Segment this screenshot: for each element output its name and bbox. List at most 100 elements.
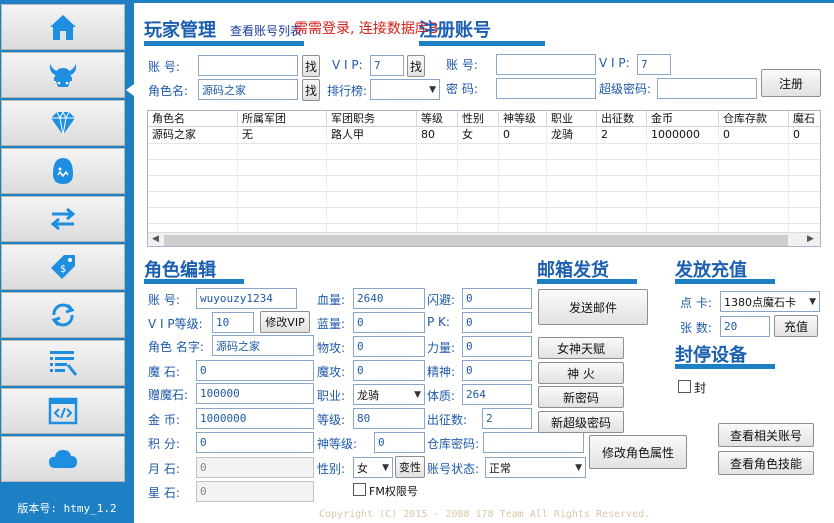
scrollbar-thumb[interactable]: [164, 235, 788, 246]
expedition-label: 出征数:: [427, 413, 468, 427]
fm-permission-checkbox[interactable]: [353, 483, 366, 496]
refresh-icon: [51, 303, 75, 327]
column-header[interactable]: 职业: [547, 111, 597, 127]
change-gender-button[interactable]: 变性: [395, 456, 425, 478]
register-account-input[interactable]: [496, 54, 596, 75]
column-header[interactable]: 军团职务: [327, 111, 417, 127]
physique-input[interactable]: [462, 384, 532, 405]
column-header[interactable]: 神等级: [499, 111, 547, 127]
point-card-select[interactable]: 1380点魔石卡▼: [720, 291, 820, 312]
new-password-button[interactable]: 新密码: [538, 386, 624, 408]
find-account-button[interactable]: 找: [302, 55, 320, 77]
magic-atk-input[interactable]: [353, 360, 425, 381]
version-label: 版本号: htmy_1.2: [0, 492, 134, 523]
nav-cloud[interactable]: [1, 436, 125, 482]
class-select[interactable]: 龙骑▼: [353, 384, 425, 405]
expedition-input[interactable]: [482, 408, 532, 429]
mp-input[interactable]: [353, 312, 425, 333]
account-search-input[interactable]: [198, 55, 298, 76]
nav-code[interactable]: [1, 388, 125, 434]
view-accounts-link[interactable]: 查看账号列表: [230, 24, 303, 38]
strength-input[interactable]: [462, 336, 532, 357]
nav-tag[interactable]: $: [1, 244, 125, 290]
register-button[interactable]: 注册: [761, 69, 821, 97]
points-input[interactable]: [196, 432, 314, 453]
column-header[interactable]: 所属军团: [238, 111, 327, 127]
nav-swap[interactable]: [1, 196, 125, 242]
account-status-label: 账号状态:: [427, 462, 480, 476]
rank-select[interactable]: ▼: [370, 79, 440, 100]
egg-icon: [53, 158, 73, 184]
new-super-password-button[interactable]: 新超级密码: [538, 411, 624, 433]
column-separator: [237, 127, 238, 232]
register-super-password-input[interactable]: [657, 78, 757, 99]
role-edit-underline: [144, 279, 244, 284]
scroll-left-icon[interactable]: ◀: [152, 234, 159, 244]
column-separator: [718, 127, 719, 232]
column-header[interactable]: 角色名: [148, 111, 238, 127]
star-stone-input[interactable]: [196, 481, 314, 502]
find-role-button[interactable]: 找: [302, 79, 320, 101]
gender-select[interactable]: 女▼: [353, 457, 393, 478]
nav-refresh[interactable]: [1, 292, 125, 338]
nav-list-settings[interactable]: [1, 340, 125, 386]
column-header[interactable]: 金币: [647, 111, 719, 127]
god-level-input[interactable]: [374, 432, 425, 453]
modify-vip-button[interactable]: 修改VIP: [260, 311, 310, 333]
edit-role-name-input[interactable]: [212, 335, 314, 356]
warehouse-pwd-input[interactable]: [483, 432, 584, 453]
recharge-underline: [675, 279, 775, 284]
vip-search-input[interactable]: [370, 55, 404, 76]
vip-level-input[interactable]: [212, 312, 254, 333]
view-related-accounts-button[interactable]: 查看相关账号: [718, 423, 814, 447]
scroll-right-icon[interactable]: ▶: [807, 234, 814, 244]
column-header[interactable]: 出征数: [597, 111, 647, 127]
column-header[interactable]: 魔石: [789, 111, 820, 127]
god-fire-button[interactable]: 神 火: [538, 362, 624, 384]
register-vip-input[interactable]: [637, 54, 671, 75]
pk-input[interactable]: [462, 312, 532, 333]
register-password-label: 密 码:: [446, 82, 478, 96]
nav-viking[interactable]: [1, 52, 125, 98]
dodge-input[interactable]: [462, 288, 532, 309]
recharge-title: 发放充值: [675, 260, 747, 281]
cloud-icon: [49, 450, 77, 468]
table-cell: 80: [417, 127, 458, 143]
count-input[interactable]: [720, 316, 770, 337]
goddess-talent-button[interactable]: 女神天赋: [538, 337, 624, 359]
strength-label: 力量:: [427, 341, 456, 355]
column-header[interactable]: 性别: [458, 111, 499, 127]
column-separator: [546, 127, 547, 232]
phys-atk-input[interactable]: [353, 336, 425, 357]
level-input[interactable]: [353, 408, 425, 429]
horizontal-scrollbar[interactable]: ◀ ▶: [148, 232, 820, 246]
role-name-search-input[interactable]: [198, 79, 298, 100]
send-mail-button[interactable]: 发送邮件: [538, 289, 648, 325]
edit-account-input[interactable]: [196, 288, 297, 309]
gold-input[interactable]: [196, 408, 314, 429]
nav-diamond[interactable]: [1, 100, 125, 146]
table-cell: 源码之家: [148, 127, 238, 143]
nav-home[interactable]: [1, 4, 125, 50]
magic-stone-input[interactable]: [196, 360, 314, 381]
column-header[interactable]: 仓库存款: [719, 111, 789, 127]
mp-label: 蓝量:: [317, 317, 346, 331]
pk-label: P K:: [427, 315, 450, 329]
hp-input[interactable]: [353, 288, 425, 309]
player-mgmt-underline: [144, 41, 304, 46]
view-role-skills-button[interactable]: 查看角色技能: [718, 451, 814, 475]
column-header[interactable]: 等级: [417, 111, 458, 127]
recharge-button[interactable]: 充值: [774, 315, 818, 337]
player-mgmt-title: 玩家管理: [144, 20, 216, 41]
nav-egg[interactable]: [1, 148, 125, 194]
register-password-input[interactable]: [496, 78, 596, 99]
spirit-input[interactable]: [462, 360, 532, 381]
moon-stone-input[interactable]: [196, 457, 314, 478]
column-separator: [416, 127, 417, 232]
modify-role-attr-button[interactable]: 修改角色属性: [589, 435, 687, 469]
ban-checkbox[interactable]: [678, 380, 691, 393]
find-vip-button[interactable]: 找: [407, 55, 425, 77]
account-status-select[interactable]: 正常▼: [485, 457, 586, 478]
gift-stone-input[interactable]: [196, 383, 314, 404]
